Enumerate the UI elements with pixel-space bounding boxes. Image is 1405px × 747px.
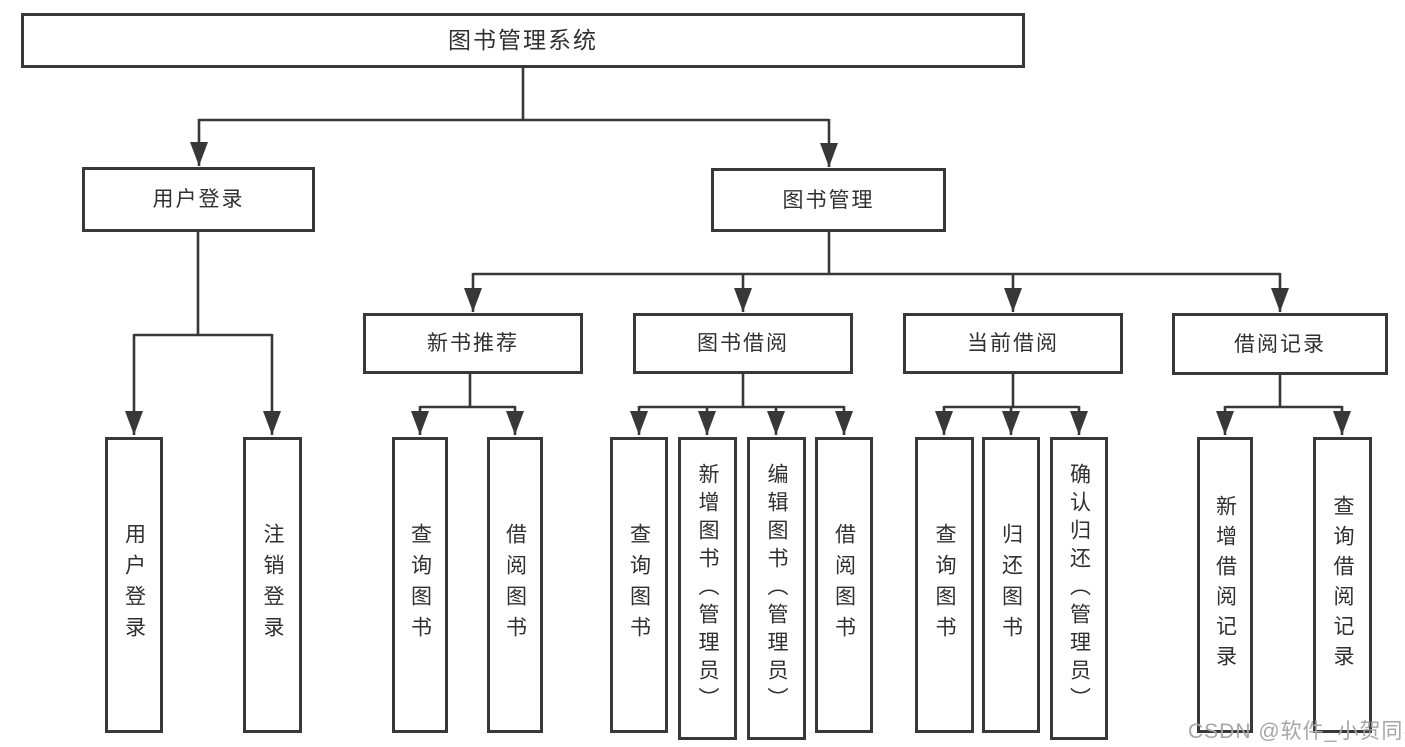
- leaf-return-books: 归还图书: [982, 437, 1040, 733]
- node-book-borrowing: 图书借阅: [633, 313, 853, 374]
- node-book-management: 图书管理: [711, 168, 946, 232]
- leaf-query-books-3: 查询图书: [915, 437, 974, 733]
- leaf-user-login: 用户登录: [105, 437, 163, 733]
- leaf-edit-books-admin: 编辑图书（管理员）: [747, 437, 806, 740]
- watermark: CSDN @软件_小贺同学: [1188, 720, 1405, 743]
- leaf-add-books-admin: 新增图书（管理员）: [678, 437, 737, 740]
- leaf-confirm-return-admin: 确认归还（管理员）: [1050, 437, 1108, 740]
- node-user-login: 用户登录: [82, 167, 315, 232]
- leaf-borrow-books-1: 借阅图书: [487, 437, 543, 733]
- node-borrowing-records: 借阅记录: [1172, 313, 1388, 375]
- node-current-borrowing: 当前借阅: [903, 313, 1123, 374]
- leaf-query-books-1: 查询图书: [392, 437, 448, 733]
- leaf-query-books-2: 查询图书: [610, 437, 668, 733]
- node-root: 图书管理系统: [21, 13, 1025, 68]
- leaf-borrow-books-2: 借阅图书: [815, 437, 873, 733]
- leaf-query-borrow-record: 查询借阅记录: [1313, 437, 1372, 733]
- leaf-add-borrow-record: 新增借阅记录: [1197, 437, 1253, 733]
- node-new-book-recommend: 新书推荐: [363, 313, 583, 374]
- leaf-logout: 注销登录: [243, 437, 302, 733]
